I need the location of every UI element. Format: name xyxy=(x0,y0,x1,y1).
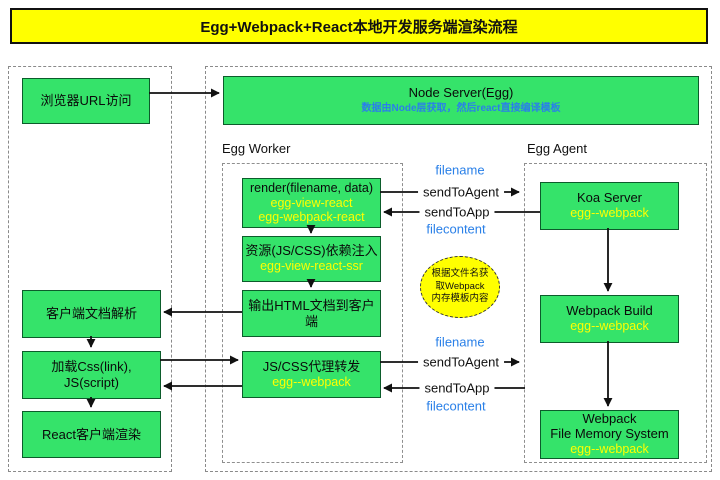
webpack-file-memory-title1: Webpack xyxy=(582,411,637,427)
client-doc-parse-box: 客户端文档解析 xyxy=(22,290,161,338)
render-plugin2: egg-webpack-react xyxy=(258,210,365,225)
node-server-box: Node Server(Egg) 数据由Node层获取，然后react直接编译模… xyxy=(223,76,699,125)
asset-inject-title: 资源(JS/CSS)依赖注入 xyxy=(245,243,378,259)
react-client-render-box: React客户端渲染 xyxy=(22,411,161,458)
filename-label-top: filename xyxy=(435,162,485,178)
webpack-file-memory-box: Webpack File Memory System egg--webpack xyxy=(540,410,679,459)
note-line2: 取Webpack xyxy=(435,280,485,292)
render-title: render(filename, data) xyxy=(250,181,373,196)
webpack-file-memory-title2: File Memory System xyxy=(550,426,669,442)
koa-server-title: Koa Server xyxy=(576,190,643,206)
output-html-label: 输出HTML文档到客户端 xyxy=(248,297,375,329)
egg-worker-label: Egg Worker xyxy=(222,141,291,156)
webpack-memory-note: 根据文件名获 取Webpack 内存模板内容 xyxy=(420,256,500,318)
js-css-proxy-box: JS/CSS代理转发 egg--webpack xyxy=(242,351,381,398)
render-plugin1: egg-view-react xyxy=(270,195,353,210)
asset-inject-box: 资源(JS/CSS)依赖注入 egg-view-react-ssr xyxy=(242,236,381,282)
send-to-app-label-top: sendToApp xyxy=(419,204,495,220)
filecontent-label-top: filecontent xyxy=(426,221,486,237)
diagram-title: Egg+Webpack+React本地开发服务端渲染流程 xyxy=(10,8,708,44)
server-lane-container xyxy=(205,66,712,472)
webpack-file-memory-plugin: egg--webpack xyxy=(570,442,649,457)
send-to-agent-label-bottom: sendToAgent xyxy=(418,354,504,370)
js-css-proxy-plugin: egg--webpack xyxy=(272,374,351,389)
webpack-build-title: Webpack Build xyxy=(566,303,653,319)
send-to-agent-label-top: sendToAgent xyxy=(418,184,504,200)
js-css-proxy-title: JS/CSS代理转发 xyxy=(262,358,361,374)
client-doc-parse-label: 客户端文档解析 xyxy=(45,306,137,322)
react-client-render-label: React客户端渲染 xyxy=(42,426,141,442)
browser-url-box: 浏览器URL访问 xyxy=(22,78,150,124)
output-html-box: 输出HTML文档到客户端 xyxy=(242,290,381,337)
koa-server-plugin: egg--webpack xyxy=(570,206,649,221)
node-server-subtitle: 数据由Node层获取，然后react直接编译模板 xyxy=(361,103,561,115)
note-line1: 根据文件名获 xyxy=(431,267,489,279)
webpack-build-plugin: egg--webpack xyxy=(570,319,649,334)
load-assets-label: 加载Css(link), JS(script) xyxy=(51,359,132,390)
node-server-title: Node Server(Egg) xyxy=(408,85,514,101)
note-line3: 内存模板内容 xyxy=(431,293,489,305)
asset-inject-plugin: egg-view-react-ssr xyxy=(260,259,363,274)
render-box: render(filename, data) egg-view-react eg… xyxy=(242,178,381,228)
send-to-app-label-bottom: sendToApp xyxy=(419,380,495,396)
load-assets-box: 加载Css(link), JS(script) xyxy=(22,351,161,399)
client-lane-container xyxy=(8,66,172,472)
koa-server-box: Koa Server egg--webpack xyxy=(540,182,679,230)
filename-label-bottom: filename xyxy=(435,334,485,350)
webpack-build-box: Webpack Build egg--webpack xyxy=(540,295,679,343)
egg-agent-container xyxy=(524,163,707,463)
filecontent-label-bottom: filecontent xyxy=(426,398,486,414)
egg-worker-container xyxy=(222,163,403,463)
egg-agent-label: Egg Agent xyxy=(527,141,587,156)
browser-url-label: 浏览器URL访问 xyxy=(40,93,132,109)
